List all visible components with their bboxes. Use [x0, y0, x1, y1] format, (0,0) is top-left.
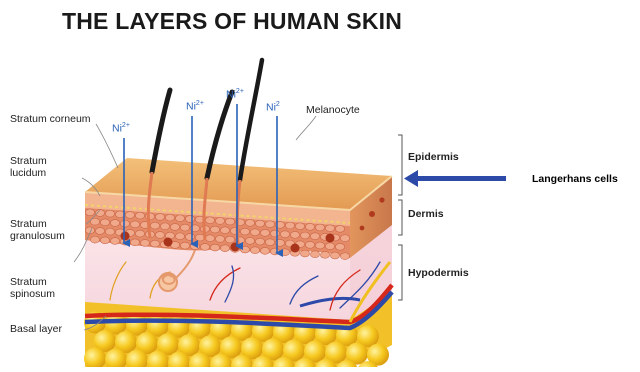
- melanocyte-cell: [121, 232, 130, 241]
- melanocyte-cell: [326, 234, 335, 243]
- melanocyte-cell: [164, 238, 173, 247]
- label-stratum-granulosum: Stratum granulosum: [10, 218, 65, 242]
- nickel-ion-label-1: Ni2+: [112, 122, 130, 135]
- label-epidermis: Epidermis: [408, 151, 459, 163]
- label-stratum-lucidum: Stratum lucidum: [10, 155, 47, 179]
- label-melanocyte: Melanocyte: [306, 104, 360, 116]
- label-stratum-corneum: Stratum corneum: [10, 113, 91, 125]
- nickel-ion-label-4: Ni2: [266, 101, 280, 114]
- label-stratum-spinosum: Stratum spinosum: [10, 276, 55, 300]
- label-langerhans-cells: Langerhans cells: [532, 173, 618, 185]
- label-hypodermis: Hypodermis: [408, 267, 469, 279]
- label-dermis: Dermis: [408, 208, 444, 220]
- label-basal-layer: Basal layer: [10, 323, 62, 335]
- layer-brackets: [398, 135, 402, 300]
- melanocyte-cell: [291, 244, 300, 253]
- page-title: THE LAYERS OF HUMAN SKIN: [62, 8, 402, 35]
- nickel-ion-label-2: Ni2+: [186, 100, 204, 113]
- nickel-ion-label-3: Ni2+: [226, 88, 244, 101]
- langerhans-arrow: [404, 170, 506, 187]
